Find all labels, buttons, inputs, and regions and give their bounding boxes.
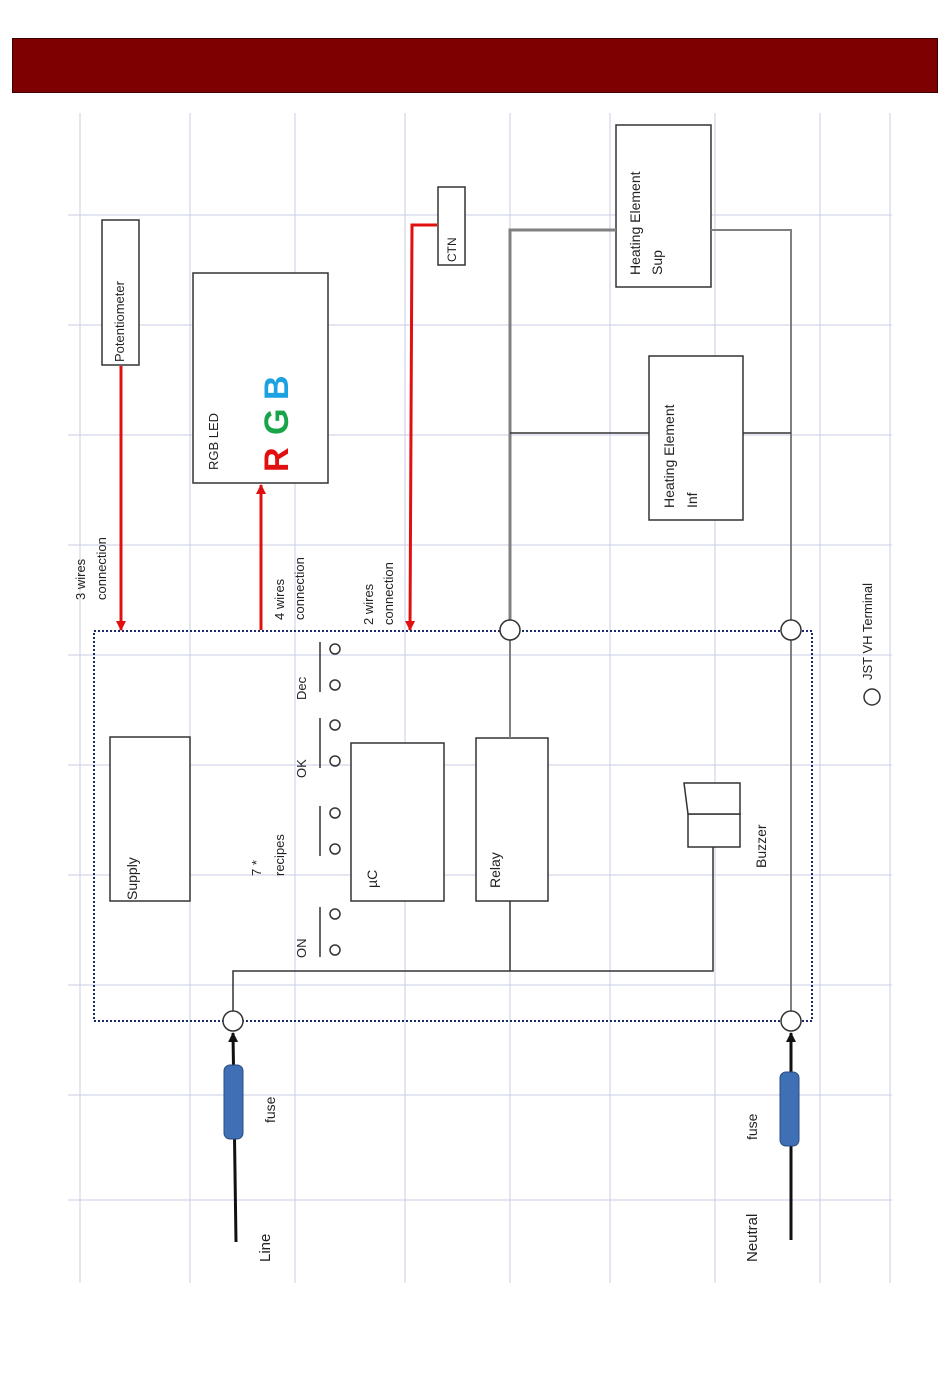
- terminal-neutral-input: [781, 1011, 801, 1031]
- buzzer-label: Buzzer: [753, 824, 769, 868]
- neutral-label: Neutral: [744, 1214, 761, 1262]
- pot-connection-line2: connection: [94, 537, 109, 600]
- button-on-switch: [320, 907, 340, 957]
- fuse-line: [224, 1065, 243, 1139]
- terminal-legend-symbol: [864, 689, 880, 705]
- potentiometer: Potentiometer: [102, 220, 139, 365]
- background-grid: [68, 113, 892, 1283]
- line-label: Line: [257, 1234, 274, 1262]
- button-on-label: ON: [294, 939, 309, 959]
- relay-label: Relay: [487, 852, 503, 888]
- rgb-letter-g: G: [258, 409, 296, 435]
- led-connection-line1: 4 wires: [272, 578, 287, 620]
- terminal-line-input: [223, 1011, 243, 1031]
- terminal-legend-label: JST VH Terminal: [860, 583, 875, 680]
- rgb-letter-b: B: [258, 375, 296, 400]
- fuse-neutral-label: fuse: [744, 1113, 760, 1140]
- heating-element-inf: Heating Element Inf: [649, 356, 743, 520]
- push-buttons: [320, 642, 340, 957]
- heater-sup-label-1: Heating Element: [627, 171, 643, 275]
- fuse-neutral: [780, 1072, 799, 1146]
- heater-sup-label-2: Sup: [649, 250, 665, 275]
- pot-connection-line1: 3 wires: [73, 558, 88, 600]
- potentiometer-label: Potentiometer: [112, 280, 127, 362]
- heater-inf-label-2: Inf: [684, 492, 700, 508]
- heating-element-sup: Heating Element Sup: [616, 125, 711, 287]
- button-dec-label: Dec: [294, 676, 309, 700]
- button-recipes-label-2: recipes: [272, 834, 287, 876]
- button-dec-switch: [320, 642, 340, 692]
- internal-bus: [233, 847, 713, 1021]
- supply-label: Supply: [124, 857, 140, 900]
- ctn-sensor: CTN: [438, 187, 465, 265]
- button-recipes-switch: [320, 806, 340, 856]
- led-connection-line2: connection: [292, 557, 307, 620]
- heater-inf-label-1: Heating Element: [661, 404, 677, 508]
- button-ok-label: OK: [294, 759, 309, 778]
- rgb-letter-r: R: [258, 447, 296, 472]
- rgb-led-label: RGB LED: [206, 413, 221, 470]
- ctn-wire: [410, 225, 437, 630]
- button-ok-switch: [320, 718, 340, 768]
- relay-block: Relay: [476, 738, 548, 901]
- ctn-connection-line1: 2 wires: [361, 583, 376, 625]
- uc-label: µC: [364, 870, 380, 888]
- rgb-led: RGB LED R G B: [193, 273, 328, 483]
- ctn-connection-line2: connection: [381, 562, 396, 625]
- button-recipes-label-1: 7 *: [249, 860, 264, 876]
- fuse-line-label: fuse: [262, 1096, 278, 1123]
- ctn-label: CTN: [445, 237, 459, 262]
- microcontroller-block: µC: [351, 743, 444, 901]
- terminal-heater-neutral: [781, 620, 801, 640]
- buzzer: [684, 783, 740, 847]
- terminal-heater-phase: [500, 620, 520, 640]
- supply-block: Supply: [110, 737, 190, 901]
